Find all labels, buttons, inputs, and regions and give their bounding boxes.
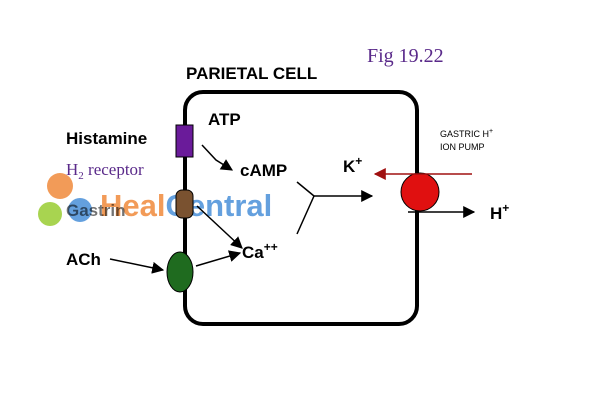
gastrin-receptor xyxy=(175,189,194,219)
k-ion-label: K+ xyxy=(343,154,362,176)
h-ion-label: H+ xyxy=(490,201,509,223)
ach-arrow xyxy=(109,258,165,274)
cell-title: PARIETAL CELL xyxy=(186,64,317,83)
gastrin-to-ca-arrow xyxy=(196,205,243,249)
camp-converge-line xyxy=(296,181,315,197)
camp-label: cAMP xyxy=(240,161,287,180)
histamine-receptor xyxy=(175,124,194,158)
pump-label-line2: ION PUMP xyxy=(440,142,485,152)
ca-converge-line xyxy=(296,195,315,235)
atp-label: ATP xyxy=(208,110,241,129)
ach-receptor xyxy=(166,251,194,293)
histamine-label: Histamine xyxy=(66,129,147,148)
ca-label: Ca++ xyxy=(242,240,278,262)
figure-label: Fig 19.22 xyxy=(367,45,444,67)
gastrin-label: Gastrin xyxy=(66,201,126,220)
pump-label-line1: GASTRIC H+ xyxy=(440,128,493,139)
ach-label: ACh xyxy=(66,250,101,269)
ach-to-ca-arrow xyxy=(195,250,242,267)
histamine-to-camp-arrow xyxy=(201,144,234,171)
h2-receptor-label: H2 receptor xyxy=(66,160,144,182)
gastric-proton-pump xyxy=(400,172,440,212)
